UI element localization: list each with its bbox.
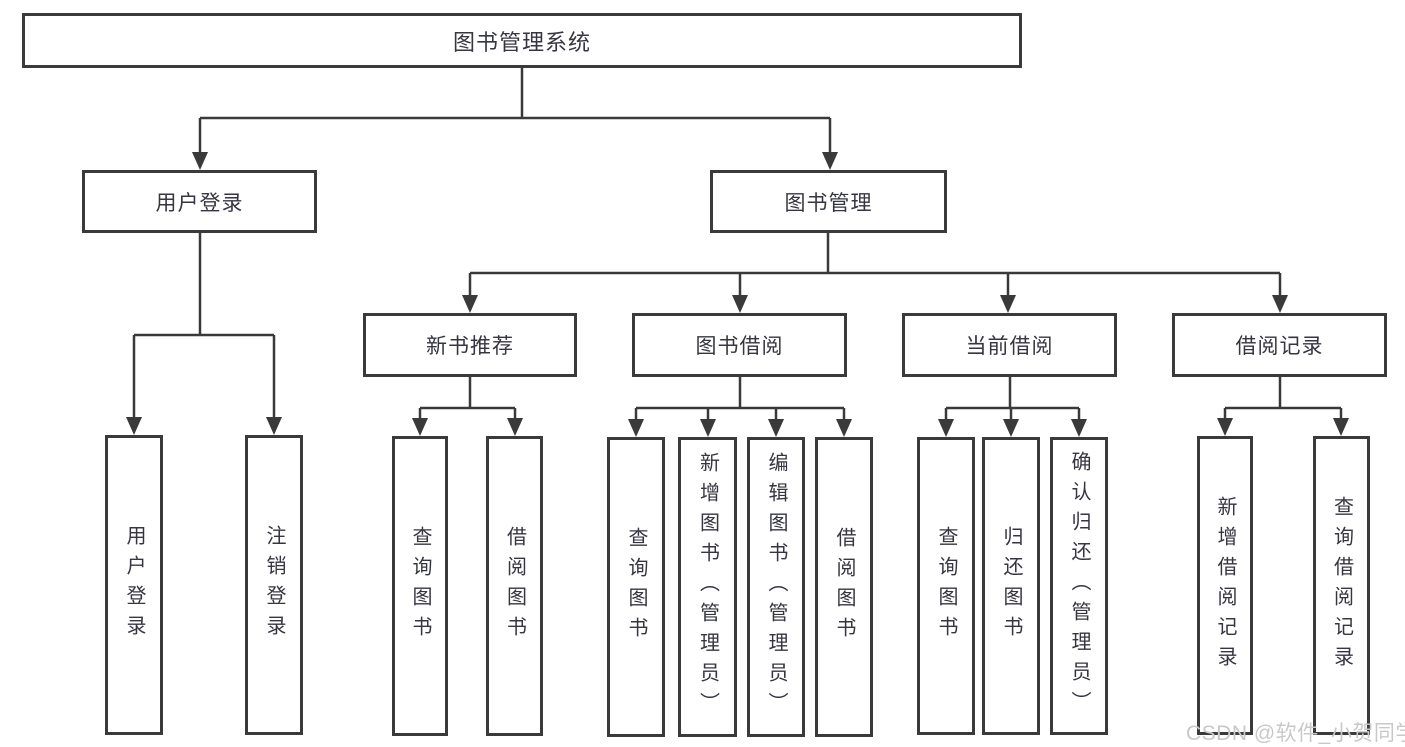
node-leaf-query-borrow-record: 查询借阅记录 [1313,436,1370,735]
node-leaf-add-books-admin: 新增图书（管理员） [678,437,737,737]
arrowheads [126,152,1349,437]
node-leaf-confirm-return-admin: 确认归还（管理员） [1050,437,1108,735]
node-leaf-logout: 注销登录 [245,435,303,735]
node-user-login: 用户登录 [82,170,317,233]
node-leaf-edit-books-admin: 编辑图书（管理员） [747,437,805,737]
node-leaf-return-books: 归还图书 [982,437,1040,735]
node-new-book-recommend: 新书推荐 [363,313,577,377]
node-leaf-query-books-1: 查询图书 [392,436,448,736]
node-leaf-borrow-books-2: 借阅图书 [815,437,873,737]
node-book-management: 图书管理 [710,170,947,233]
node-leaf-query-books-3: 查询图书 [917,437,975,735]
node-leaf-borrow-books-1: 借阅图书 [486,436,543,736]
node-leaf-user-login: 用户登录 [105,435,163,735]
csdn-watermark: CSDN @软件_小贺同学 [1186,722,1405,745]
node-current-borrowing: 当前借阅 [902,313,1117,377]
node-book-borrowing: 图书借阅 [632,313,847,377]
node-leaf-add-borrow-record: 新增借阅记录 [1197,436,1253,735]
node-borrow-records: 借阅记录 [1172,313,1387,377]
node-leaf-query-books-2: 查询图书 [607,437,665,737]
node-library-management-system: 图书管理系统 [22,13,1022,68]
